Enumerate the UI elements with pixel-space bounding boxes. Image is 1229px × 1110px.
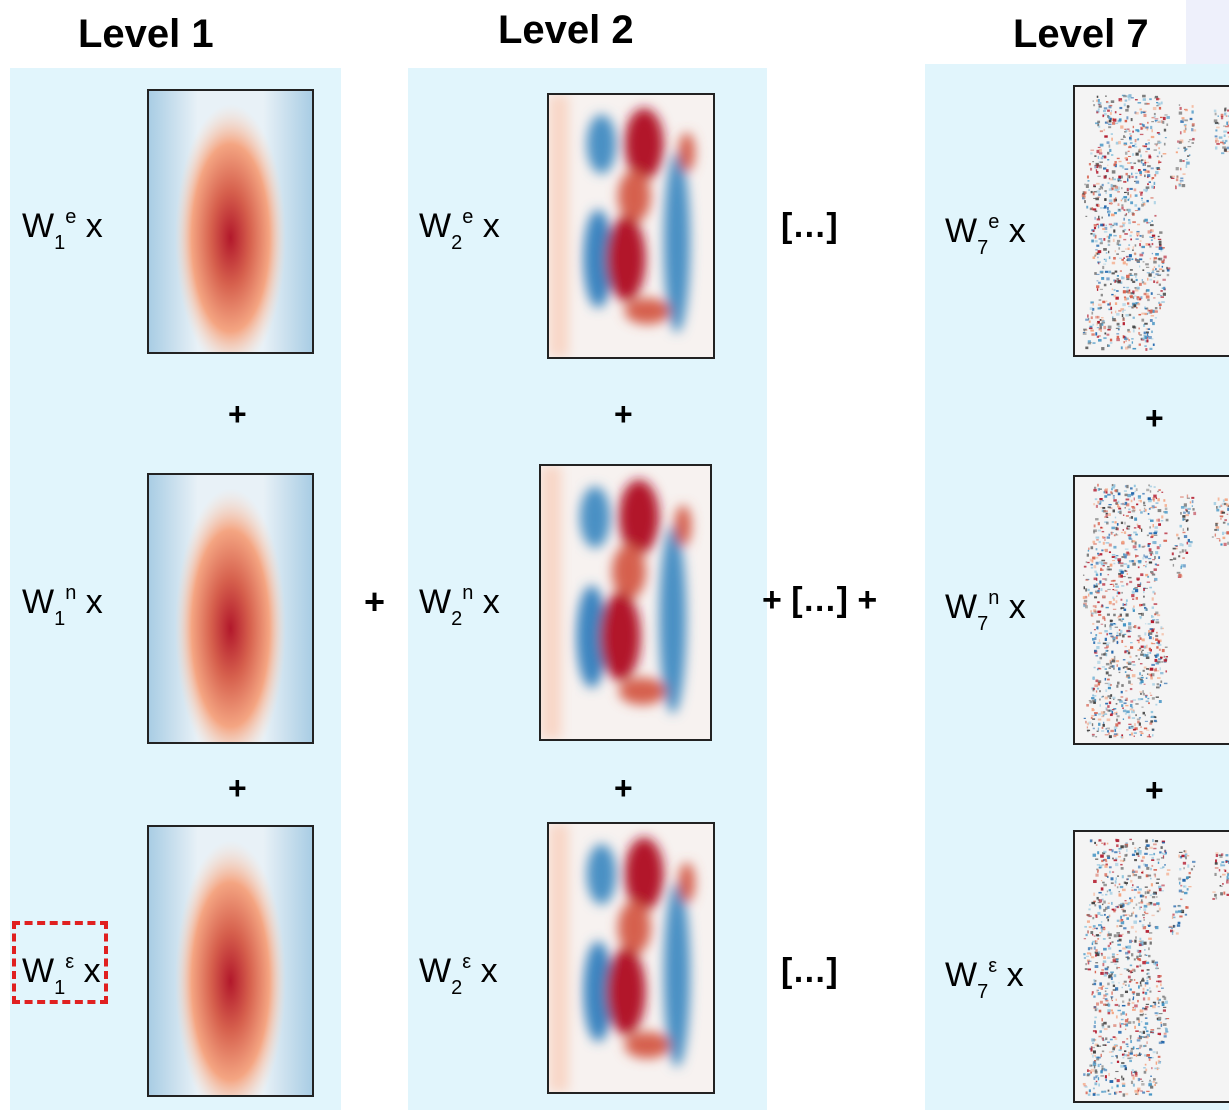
level-7-n-field — [1073, 475, 1229, 745]
level-7-eps-label: W7ε x — [945, 954, 1024, 1003]
level-2-n-field — [539, 464, 712, 741]
highlight-box — [12, 921, 108, 1004]
level-7-title: Level 7 — [1013, 12, 1149, 56]
plus-sign: + — [1145, 772, 1164, 808]
level-sum-plus: + — [364, 581, 386, 622]
level-1-e-label: W1e x — [22, 205, 103, 254]
level-1-eps-field — [147, 825, 314, 1097]
ellipsis-top: […] — [781, 207, 838, 245]
level-1-eps-label: W1ε x — [22, 950, 101, 999]
level-2-n-label: W2n x — [419, 581, 500, 630]
ellipsis-sum: + […] + — [762, 581, 878, 619]
plus-sign: + — [228, 770, 247, 806]
level-2-eps-label: W2ε x — [419, 950, 498, 999]
level-1-n-field — [147, 473, 314, 744]
corner-decoration — [1186, 0, 1229, 64]
plus-sign: + — [228, 396, 247, 432]
plus-sign: + — [614, 396, 633, 432]
ellipsis-bottom: […] — [781, 952, 838, 990]
level-1-e-field — [147, 89, 314, 354]
level-7-eps-field — [1073, 830, 1229, 1103]
level-7-e-field — [1073, 85, 1229, 357]
level-7-e-label: W7e x — [945, 210, 1026, 259]
level-2-title: Level 2 — [498, 8, 634, 52]
level-1-n-label: W1n x — [22, 581, 103, 630]
level-2-eps-field — [547, 822, 715, 1094]
level-2-e-field — [547, 93, 715, 359]
level-7-n-label: W7n x — [945, 586, 1026, 635]
plus-sign: + — [1145, 400, 1164, 436]
plus-sign: + — [614, 770, 633, 806]
level-2-e-label: W2e x — [419, 205, 500, 254]
level-1-title: Level 1 — [78, 12, 214, 56]
